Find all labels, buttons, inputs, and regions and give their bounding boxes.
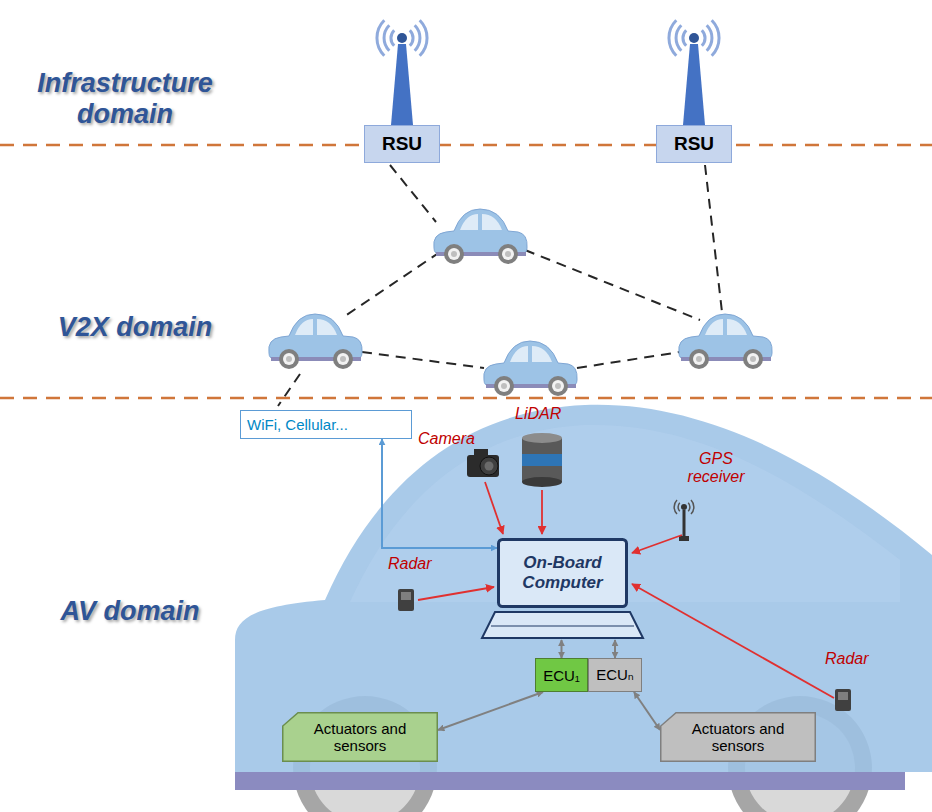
radar-icon	[398, 589, 414, 611]
actuator-shape	[283, 713, 438, 762]
vehicle-silhouette	[235, 405, 932, 812]
sensor-arrows	[418, 482, 834, 698]
gps-antenna	[683, 510, 686, 538]
antenna-tower	[669, 20, 719, 125]
connector	[382, 439, 497, 548]
car-icon	[679, 314, 772, 369]
connector	[614, 640, 616, 658]
v2x-links	[278, 165, 722, 406]
v2x-link	[278, 374, 300, 406]
node-text: ECUₙ	[596, 666, 634, 684]
sensor-label: Camera	[418, 430, 475, 448]
camera-icon	[485, 462, 494, 471]
comm-box: WiFi, Cellular...	[240, 410, 412, 439]
car-icon	[434, 209, 527, 264]
v2x-link	[342, 252, 440, 318]
node-text: RSU	[382, 133, 422, 155]
antenna-tower	[377, 20, 427, 125]
gps-antenna	[674, 500, 694, 514]
sensor-arrow	[632, 535, 682, 553]
car-icon	[484, 341, 577, 396]
camera-icon	[467, 449, 499, 477]
v2x-link	[525, 250, 700, 320]
lidar-icon	[522, 454, 562, 466]
radar-icon	[401, 592, 411, 600]
actuator-box: Actuators and sensors	[660, 712, 816, 762]
radar-icon	[838, 692, 848, 700]
rsu-box: RSU	[656, 125, 732, 163]
v2x-link	[705, 165, 722, 312]
camera-icon	[467, 455, 499, 477]
v2x-link	[577, 352, 680, 368]
sensor-label: LiDAR	[515, 405, 561, 423]
node-text: Actuators and sensors	[290, 720, 430, 755]
car-icon	[269, 314, 362, 369]
sensor-arrow	[541, 490, 543, 534]
lidar-icon	[522, 433, 562, 487]
sensor-arrow	[418, 587, 494, 600]
radar-icon	[398, 589, 414, 611]
screen-area: On-Board Computer	[497, 538, 628, 608]
sensor-arrow	[632, 584, 834, 698]
sensor-label: Radar	[388, 555, 432, 573]
camera-icon	[474, 449, 488, 456]
car-body	[235, 405, 932, 772]
laptop-keyboard	[491, 626, 634, 627]
ecu-box: ECUₙ	[588, 658, 642, 692]
connector	[438, 692, 543, 730]
connector	[561, 640, 563, 658]
laptop-base	[482, 612, 643, 638]
node-text: ECU₁	[543, 667, 580, 684]
ecu-box: ECU₁	[535, 658, 588, 692]
node-text: Actuators and sensors	[668, 720, 808, 755]
car-floor	[235, 772, 905, 790]
on-board-computer: On-Board Computer	[497, 538, 628, 640]
radar-icon	[835, 689, 851, 711]
sensor-label: GPS receiver	[682, 450, 750, 485]
node-text: RSU	[674, 133, 714, 155]
sensor-arrow	[485, 482, 503, 534]
lidar-icon	[522, 433, 562, 443]
camera-icon	[480, 457, 498, 475]
lidar-icon	[522, 438, 562, 482]
gps-antenna	[681, 504, 687, 510]
gps-antenna	[679, 536, 689, 541]
domain-label: AV domain	[25, 596, 235, 627]
domain-divider	[0, 397, 932, 400]
node-text: WiFi, Cellular...	[247, 416, 348, 433]
domain-divider	[0, 144, 932, 147]
rsu-box: RSU	[364, 125, 440, 163]
actuator-box: Actuators and sensors	[282, 712, 438, 762]
radar-icon	[835, 689, 851, 711]
gps-antenna	[674, 500, 694, 541]
connector	[634, 692, 660, 730]
domain-label: Infrastructure domain	[5, 68, 245, 130]
sensor-label: Radar	[825, 650, 869, 668]
domain-label: V2X domain	[20, 312, 250, 343]
actuator-shape	[661, 713, 816, 762]
v2x-link	[362, 352, 484, 368]
lidar-icon	[522, 477, 562, 487]
v2x-link	[390, 165, 436, 222]
node-text: On-Board Computer	[497, 553, 628, 592]
